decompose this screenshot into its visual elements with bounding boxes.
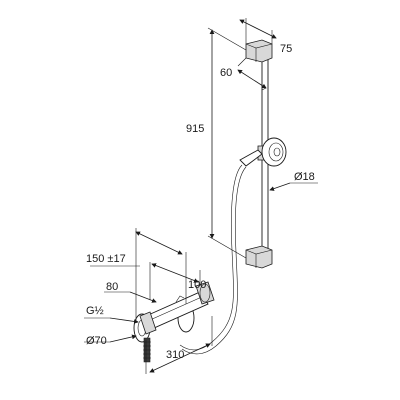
mixer-outlet <box>175 295 185 303</box>
label-mixer-width: 310 <box>166 349 184 361</box>
label-rail-diameter: Ø18 <box>294 171 315 183</box>
label-width-top: 75 <box>280 43 292 55</box>
label-mixer-depth: 100 <box>188 279 206 291</box>
label-bracket-depth: 60 <box>220 67 232 79</box>
label-mixer-height: 80 <box>106 281 118 293</box>
bottom-wall-bracket <box>245 245 273 269</box>
top-wall-bracket <box>245 39 273 63</box>
dimension-labels: 75 60 915 Ø18 150 ±17 80 100 G½ Ø70 310 <box>86 43 315 361</box>
dimension-lines <box>84 18 318 374</box>
label-escutcheon-diameter: Ø70 <box>86 335 107 347</box>
flow-handle <box>195 281 215 305</box>
label-center-distance: 150 ±17 <box>86 253 126 265</box>
temperature-handle <box>139 311 157 335</box>
mixer-body <box>145 291 209 329</box>
label-rail-height: 915 <box>186 123 204 135</box>
label-inlet-thread: G½ <box>86 305 104 317</box>
